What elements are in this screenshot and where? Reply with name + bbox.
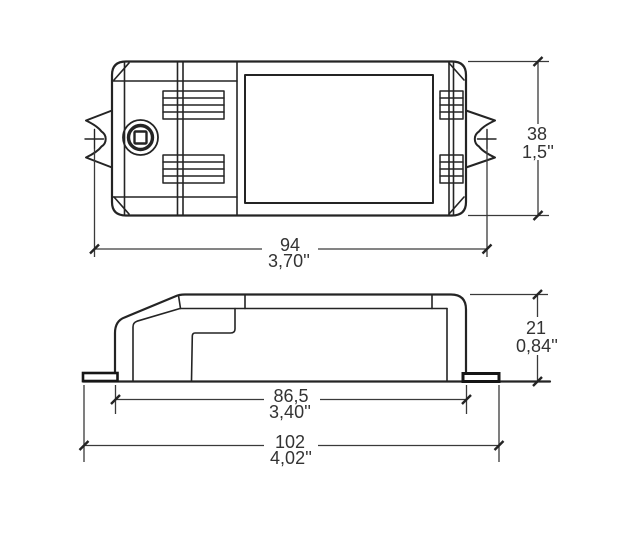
tab-left-center-cross (84, 128, 105, 150)
label-area (244, 74, 434, 204)
corner-facets (113, 62, 465, 215)
dim-side-overall-mm: 102 (275, 432, 305, 452)
dim-top-width-inch: 3,70'' (268, 251, 310, 271)
dimension-top-height: 38 1,5'' (468, 56, 554, 221)
end-cap-lines (112, 61, 455, 216)
dim-side-body-width-inch: 3,40'' (269, 402, 311, 422)
dim-side-overall-inch: 4,02'' (270, 448, 312, 468)
side-view-profile (113, 293, 468, 383)
dim-top-height-inch: 1,5'' (522, 142, 554, 162)
vent-slots-right-bottom (439, 154, 464, 184)
side-tab-right (461, 372, 501, 383)
top-view (84, 60, 497, 217)
dimension-side-overall-width: 102 4,02'' (78, 385, 505, 468)
screw-boss (122, 119, 159, 156)
dim-side-height-inch: 0,84'' (516, 336, 558, 356)
side-view (81, 293, 552, 383)
dim-top-height-mm: 38 (527, 124, 547, 144)
vent-slots-left-top (162, 90, 225, 120)
vent-slots-right-top (439, 90, 464, 120)
top-view-body-outline (110, 60, 468, 217)
cable-recess-step (190, 307, 236, 382)
vent-slots-left-bottom (162, 154, 225, 184)
dimension-side-body-width: 86,5 3,40'' (110, 385, 472, 422)
side-tab-left (81, 371, 119, 383)
dimension-top-width: 94 3,70'' (89, 148, 493, 271)
dim-top-width-mm: 94 (280, 235, 300, 255)
mounting-tab-right (465, 109, 497, 169)
dim-side-body-width-mm: 86,5 (273, 386, 308, 406)
dimension-side-height: 21 0,84'' (470, 289, 558, 387)
side-view-inner-lines (132, 293, 448, 382)
mounting-tab-left (84, 109, 113, 169)
tab-right-center-cross (476, 128, 497, 150)
dim-side-height-mm: 21 (526, 318, 546, 338)
